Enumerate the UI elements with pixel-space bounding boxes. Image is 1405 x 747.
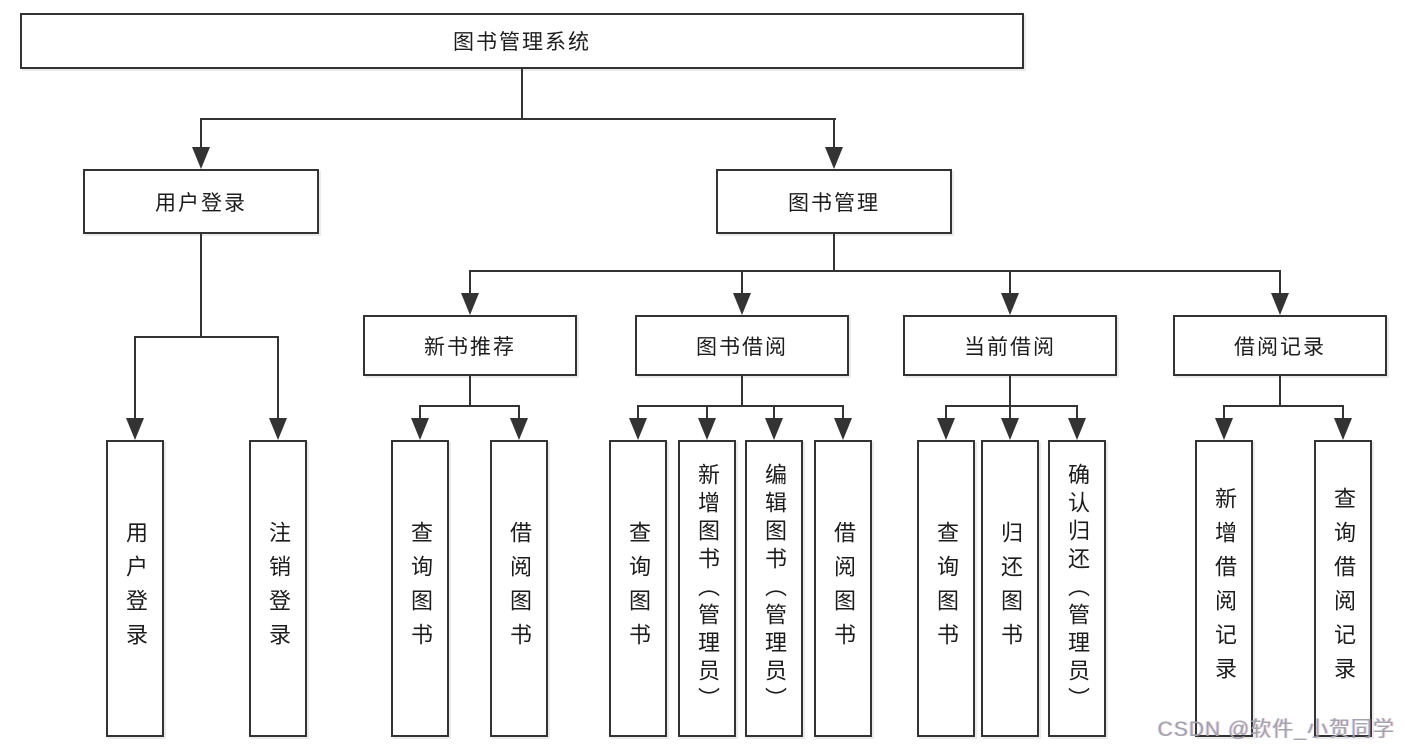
connector-drop-leaf bbox=[637, 405, 639, 418]
connector-drop-level2 bbox=[1009, 270, 1011, 293]
connector-drop-leaf bbox=[842, 405, 844, 418]
leaf-borrow-books: 借阅图书 bbox=[814, 440, 872, 737]
connector-root-bus bbox=[200, 118, 836, 120]
connector-drop-leaf bbox=[945, 405, 947, 418]
node-root-label: 图书管理系统 bbox=[453, 31, 591, 54]
connector-drop-level2 bbox=[469, 270, 471, 293]
connector-recommend-bus bbox=[419, 405, 520, 407]
node-new-book-recommend-label: 新书推荐 bbox=[424, 335, 516, 359]
leaf-borrow-books-recommend-label: 借阅图书 bbox=[507, 520, 532, 657]
node-borrow-records: 借阅记录 bbox=[1173, 315, 1387, 376]
node-book-management: 图书管理 bbox=[716, 169, 952, 234]
arrow-down-icon bbox=[937, 418, 955, 440]
connector-root-stem bbox=[521, 69, 523, 119]
arrow-down-icon bbox=[1334, 418, 1352, 440]
arrow-down-icon bbox=[733, 293, 751, 315]
connector-drop-leaf bbox=[1076, 405, 1078, 418]
arrow-down-icon bbox=[192, 147, 210, 169]
leaf-user-login-label: 用户登录 bbox=[123, 520, 148, 657]
arrow-down-icon bbox=[126, 418, 144, 440]
leaf-confirm-return-admin-label: 确认归还（管理员） bbox=[1065, 462, 1090, 715]
leaf-edit-book-admin: 编辑图书（管理员） bbox=[745, 440, 803, 737]
connector-drop-leaf bbox=[518, 405, 520, 418]
arrow-down-icon bbox=[1001, 293, 1019, 315]
node-borrow-records-label: 借阅记录 bbox=[1234, 335, 1326, 359]
connector-drop-level2 bbox=[1279, 270, 1281, 293]
arrow-down-icon bbox=[765, 418, 783, 440]
leaf-query-books-recommend: 查询图书 bbox=[391, 440, 449, 737]
arrow-down-icon bbox=[698, 418, 716, 440]
connector-drop-leaf bbox=[1342, 405, 1344, 418]
watermark: CSDN @软件_小贺同学 bbox=[1157, 718, 1395, 741]
node-current-borrow-label: 当前借阅 bbox=[964, 335, 1056, 359]
connector-borrow-bus bbox=[637, 405, 844, 407]
leaf-add-book-admin-label: 新增图书（管理员） bbox=[695, 462, 720, 715]
arrow-down-icon bbox=[834, 418, 852, 440]
leaf-query-books-borrow-label: 查询图书 bbox=[626, 520, 651, 657]
node-user-login: 用户登录 bbox=[83, 169, 319, 234]
node-book-borrow-label: 图书借阅 bbox=[696, 335, 788, 359]
leaf-query-books-recommend-label: 查询图书 bbox=[408, 520, 433, 657]
leaf-query-books-current-label: 查询图书 bbox=[934, 520, 959, 657]
arrow-down-icon bbox=[1068, 418, 1086, 440]
connector-records-bus bbox=[1223, 405, 1344, 407]
leaf-logout: 注销登录 bbox=[249, 440, 307, 737]
node-book-management-label: 图书管理 bbox=[788, 191, 880, 215]
connector-drop-book-management bbox=[833, 118, 835, 147]
leaf-add-book-admin: 新增图书（管理员） bbox=[678, 440, 736, 737]
connector-drop-leaf bbox=[1223, 405, 1225, 418]
connector-recommend-stem bbox=[469, 376, 471, 406]
arrow-down-icon bbox=[1215, 418, 1233, 440]
connector-current-stem bbox=[1009, 376, 1011, 406]
arrow-down-icon bbox=[411, 418, 429, 440]
leaf-logout-label: 注销登录 bbox=[266, 520, 291, 657]
connector-drop-level2 bbox=[741, 270, 743, 293]
leaf-add-borrow-record: 新增借阅记录 bbox=[1195, 440, 1253, 737]
node-new-book-recommend: 新书推荐 bbox=[363, 315, 577, 376]
connector-drop-user-login bbox=[200, 118, 202, 147]
leaf-borrow-books-recommend: 借阅图书 bbox=[490, 440, 548, 737]
connector-user-login-bus bbox=[134, 336, 279, 338]
connector-user-login-stem bbox=[200, 234, 202, 338]
leaf-query-books-borrow: 查询图书 bbox=[609, 440, 667, 737]
connector-records-stem bbox=[1279, 376, 1281, 406]
node-book-borrow: 图书借阅 bbox=[635, 315, 849, 376]
connector-drop-leaf bbox=[1009, 405, 1011, 418]
leaf-query-borrow-record-label: 查询借阅记录 bbox=[1331, 486, 1356, 691]
connector-book-management-bus bbox=[469, 270, 1281, 272]
connector-drop-leaf bbox=[134, 336, 136, 418]
arrow-down-icon bbox=[629, 418, 647, 440]
leaf-return-books: 归还图书 bbox=[981, 440, 1039, 737]
arrow-down-icon bbox=[461, 293, 479, 315]
leaf-return-books-label: 归还图书 bbox=[998, 520, 1023, 657]
arrow-down-icon bbox=[1271, 293, 1289, 315]
arrow-down-icon bbox=[825, 147, 843, 169]
connector-borrow-stem bbox=[741, 376, 743, 406]
leaf-user-login: 用户登录 bbox=[106, 440, 164, 737]
connector-drop-leaf bbox=[773, 405, 775, 418]
node-user-login-label: 用户登录 bbox=[155, 191, 247, 215]
arrow-down-icon bbox=[510, 418, 528, 440]
leaf-add-borrow-record-label: 新增借阅记录 bbox=[1212, 486, 1237, 691]
connector-current-bus bbox=[945, 405, 1078, 407]
leaf-edit-book-admin-label: 编辑图书（管理员） bbox=[762, 462, 787, 715]
connector-drop-leaf bbox=[419, 405, 421, 418]
node-current-borrow: 当前借阅 bbox=[903, 315, 1117, 376]
leaf-confirm-return-admin: 确认归还（管理员） bbox=[1048, 440, 1106, 737]
leaf-borrow-books-label: 借阅图书 bbox=[831, 520, 856, 657]
node-root: 图书管理系统 bbox=[20, 13, 1024, 69]
connector-book-management-stem bbox=[833, 234, 835, 271]
leaf-query-books-current: 查询图书 bbox=[917, 440, 975, 737]
arrow-down-icon bbox=[269, 418, 287, 440]
leaf-query-borrow-record: 查询借阅记录 bbox=[1314, 440, 1372, 737]
connector-drop-leaf bbox=[277, 336, 279, 418]
arrow-down-icon bbox=[1001, 418, 1019, 440]
connector-drop-leaf bbox=[706, 405, 708, 418]
